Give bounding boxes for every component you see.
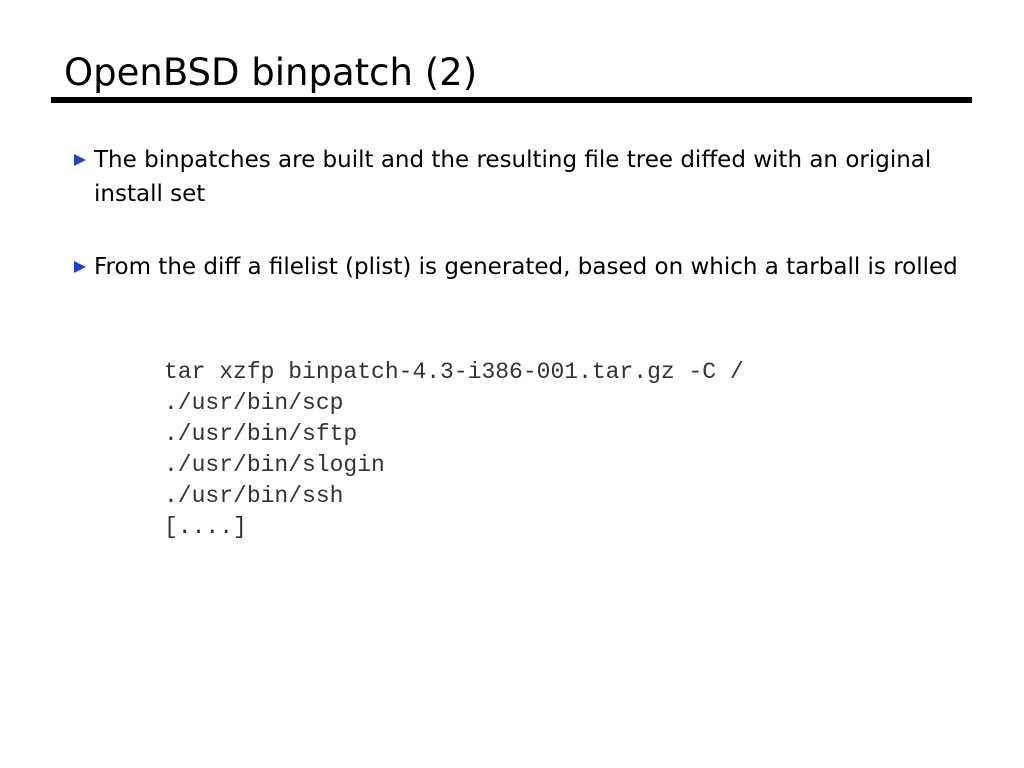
code-line: ./usr/bin/sftp	[164, 421, 358, 447]
slide-title: OpenBSD binpatch (2)	[64, 51, 478, 94]
code-line: [....]	[164, 514, 247, 540]
title-underline	[51, 97, 972, 103]
code-line: ./usr/bin/ssh	[164, 483, 344, 509]
blue-triangle-bullet-icon	[74, 261, 86, 273]
code-line: ./usr/bin/slogin	[164, 452, 385, 478]
code-block: tar xzfp binpatch-4.3-i386-001.tar.gz -C…	[164, 357, 744, 543]
blue-triangle-bullet-icon	[74, 154, 86, 166]
bullet-text: From the diff a filelist (plist) is gene…	[94, 254, 958, 280]
bullet-list: The binpatches are built and the resulti…	[74, 143, 974, 323]
code-line: ./usr/bin/scp	[164, 390, 344, 416]
bullet-item: The binpatches are built and the resulti…	[74, 143, 974, 211]
code-line: tar xzfp binpatch-4.3-i386-001.tar.gz -C…	[164, 359, 744, 385]
bullet-item: From the diff a filelist (plist) is gene…	[74, 250, 974, 284]
bullet-text: The binpatches are built and the resulti…	[94, 147, 932, 207]
